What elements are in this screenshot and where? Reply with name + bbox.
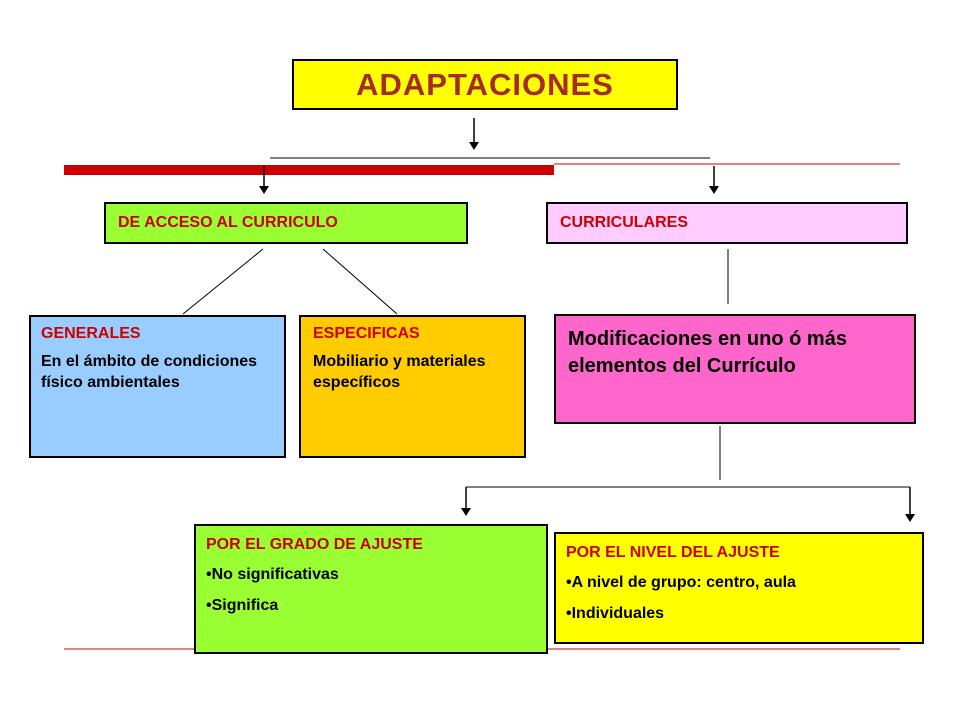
- nivel-item: A nivel de grupo: centro, aula: [566, 574, 912, 592]
- nivel-item: Individuales: [566, 605, 912, 623]
- acceso-label: DE ACCESO AL CURRICULO: [118, 214, 338, 231]
- generales-text: En el ámbito de condiciones físico ambie…: [41, 353, 258, 391]
- title-box: ADAPTACIONES: [292, 59, 678, 110]
- grado-arrow: [461, 508, 471, 516]
- especificas-text: Mobiliario y materiales específicos: [313, 353, 486, 391]
- grado-heading: POR EL GRADO DE AJUSTE: [206, 536, 423, 553]
- acceso-arrow: [259, 186, 269, 194]
- grado-item: No significativas: [206, 566, 536, 584]
- grado-item: Significa: [206, 597, 536, 615]
- curr-arrow: [709, 186, 719, 194]
- nivel-list: A nivel de grupo: centro, aula Individua…: [566, 574, 912, 623]
- nivel-arrow: [905, 514, 915, 522]
- modificaciones-text: Modificaciones en uno ó más elementos de…: [568, 328, 847, 377]
- title-arrow: [469, 142, 479, 150]
- acceso-box: DE ACCESO AL CURRICULO: [104, 202, 468, 244]
- generales-heading: GENERALES: [41, 325, 141, 342]
- generales-connector: [182, 248, 264, 315]
- especificas-connector: [322, 248, 398, 315]
- grado-box: POR EL GRADO DE AJUSTE No significativas…: [194, 524, 548, 654]
- modificaciones-box: Modificaciones en uno ó más elementos de…: [554, 314, 916, 424]
- generales-box: GENERALES En el ámbito de condiciones fí…: [29, 315, 286, 458]
- curriculares-label: CURRICULARES: [560, 214, 688, 231]
- nivel-box: POR EL NIVEL DEL AJUSTE A nivel de grupo…: [554, 532, 924, 644]
- curriculares-box: CURRICULARES: [546, 202, 908, 244]
- grado-list: No significativas Significa: [206, 566, 536, 615]
- especificas-heading: ESPECIFICAS: [313, 325, 420, 342]
- red-bar: [64, 165, 554, 175]
- title-text: ADAPTACIONES: [356, 66, 614, 102]
- nivel-heading: POR EL NIVEL DEL AJUSTE: [566, 544, 780, 561]
- especificas-box: ESPECIFICAS Mobiliario y materiales espe…: [299, 315, 526, 458]
